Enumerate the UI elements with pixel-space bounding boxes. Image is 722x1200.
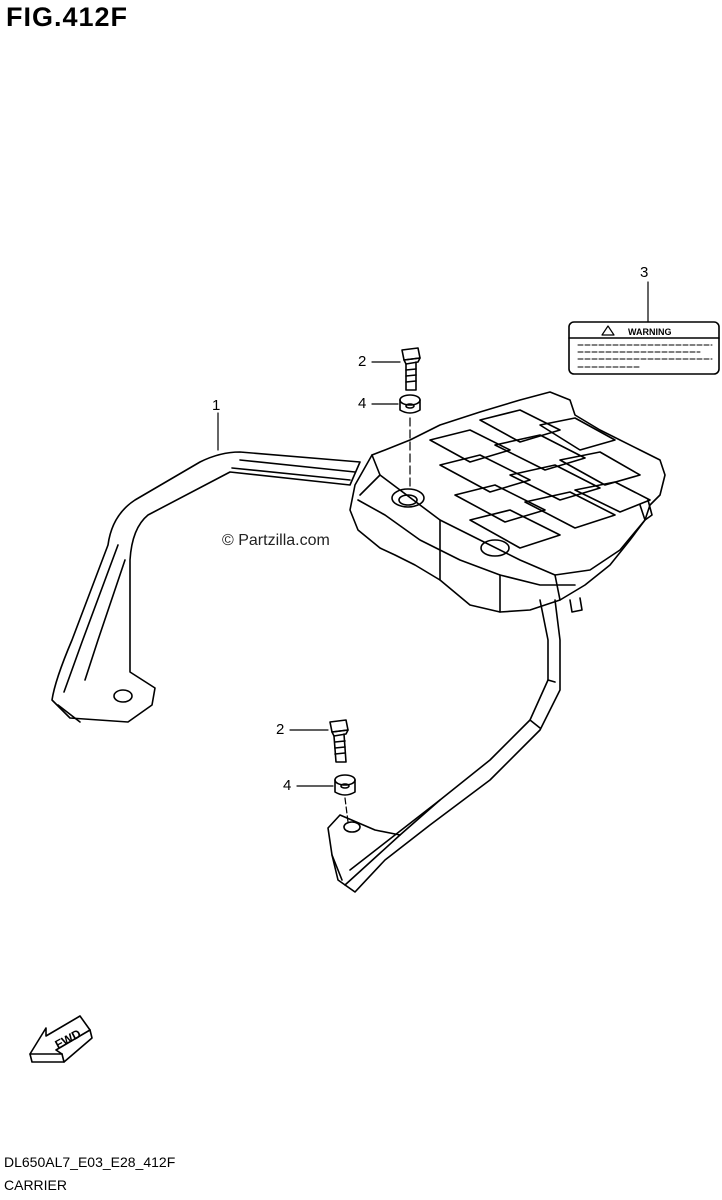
carrier-left-rail	[51, 451, 361, 723]
leader-lines	[217, 281, 649, 823]
carrier-plate	[349, 391, 666, 613]
callout-part-4-bottom: 4	[283, 777, 292, 794]
carrier-right-rail	[327, 599, 561, 893]
callout-part-1: 1	[212, 397, 221, 414]
bolt-top	[401, 347, 421, 391]
diagram-code: DL650AL7_E03_E28_412F	[4, 1154, 176, 1170]
partzilla-watermark: © Partzilla.com	[222, 532, 330, 549]
washer-bottom	[334, 774, 356, 796]
callout-part-2-top: 2	[358, 353, 367, 370]
warning-label-text: WARNING	[628, 327, 672, 337]
bolt-bottom	[329, 719, 349, 763]
figure-title: FIG.412F	[6, 2, 129, 32]
washer-top	[399, 394, 421, 414]
warning-label	[568, 321, 720, 375]
diagram-name: CARRIER	[4, 1177, 68, 1193]
callout-part-4-top: 4	[358, 395, 367, 412]
callout-part-3: 3	[640, 264, 649, 281]
fwd-arrow	[29, 1015, 93, 1063]
callout-part-2-bottom: 2	[276, 721, 285, 738]
